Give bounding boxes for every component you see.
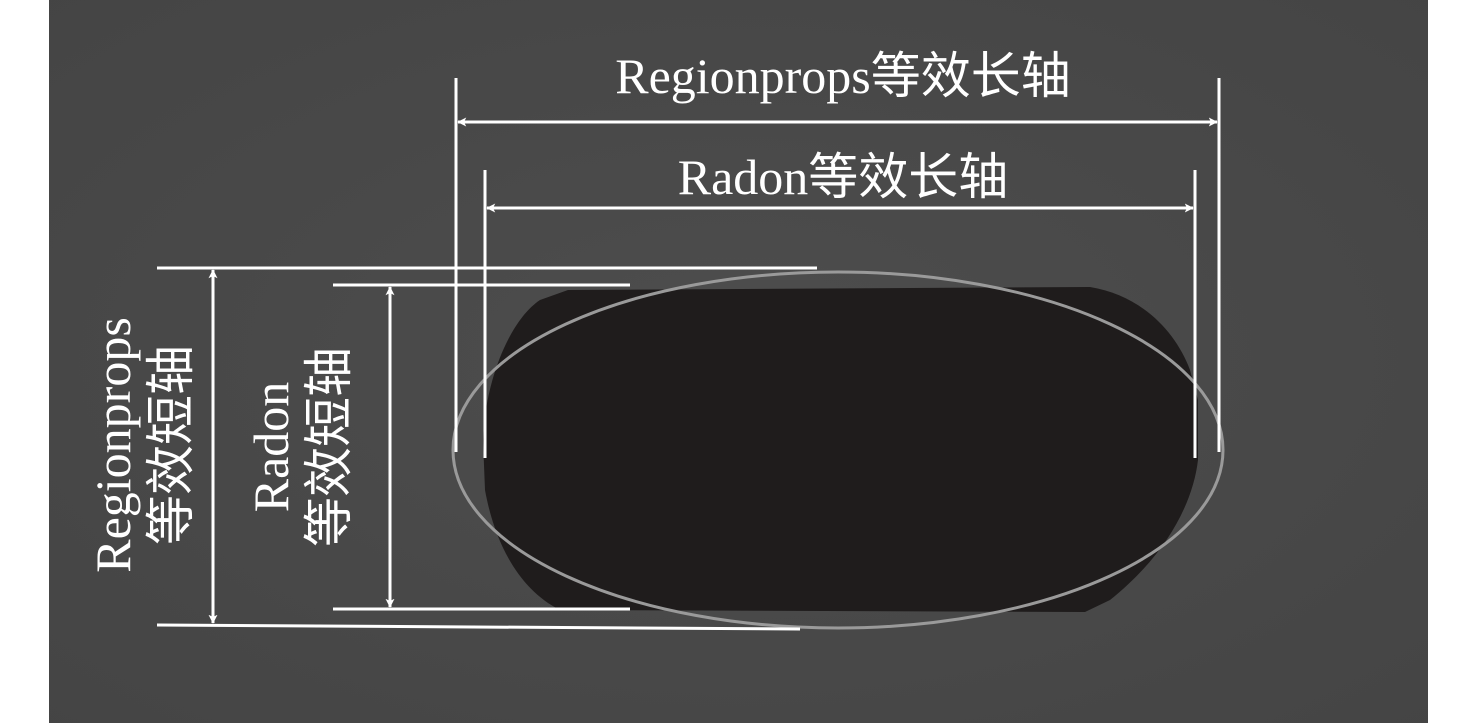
radon-major-label: Radon等效长轴	[678, 149, 1009, 205]
radon-minor-label-line1: Radon	[243, 382, 299, 513]
regionprops-minor-extension-bottom	[156, 623, 801, 631]
fitted-ellipse	[451, 270, 1225, 630]
regionprops-minor-label-line1: Regionprops	[85, 317, 141, 573]
radon-minor-label-line2: 等效短轴	[301, 347, 357, 547]
particle-region	[483, 287, 1198, 612]
regionprops-minor-label: Regionprops 等效短轴	[85, 317, 199, 573]
radon-minor-label: Radon 等效短轴	[243, 347, 357, 547]
regionprops-major-label: Regionprops等效长轴	[615, 48, 1071, 104]
regionprops-minor-label-line2: 等效短轴	[143, 345, 199, 545]
